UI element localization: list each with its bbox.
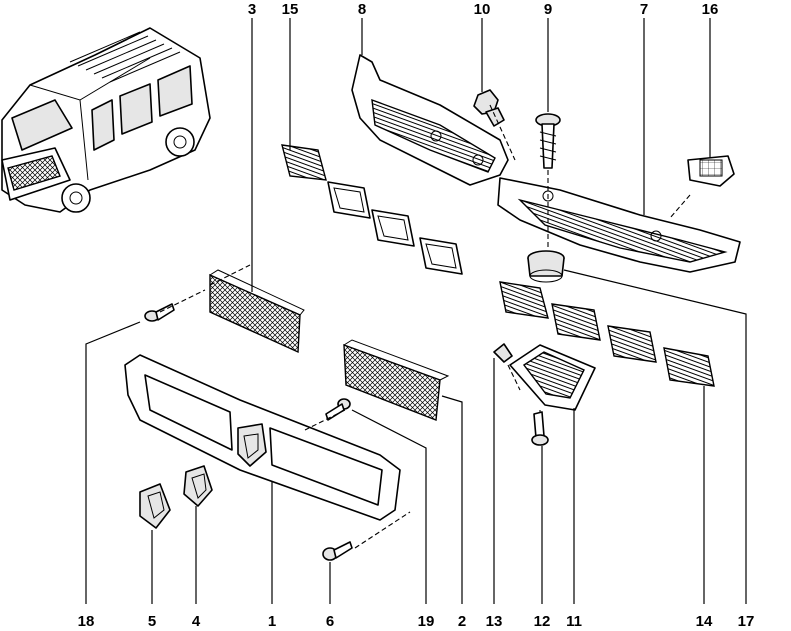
side-grille-part-3 (209, 269, 305, 354)
screw-part-19 (325, 398, 351, 421)
frame-inserts-part-15 (281, 144, 463, 275)
upper-cross-member (351, 54, 741, 273)
leader-lines (85, 18, 747, 604)
screw-part-18 (144, 303, 175, 322)
callouts-top: 3 15 8 10 9 7 16 (248, 1, 719, 18)
clip-part-16 (687, 155, 735, 187)
callout-13: 13 (486, 613, 503, 630)
clip-part-13 (493, 343, 513, 363)
callout-19: 19 (418, 613, 435, 630)
grommet-part-17 (527, 250, 565, 283)
callout-4: 4 (192, 613, 201, 630)
callout-12: 12 (534, 613, 551, 630)
callout-16: 16 (702, 1, 719, 18)
screw-part-9 (535, 113, 561, 169)
main-grille-part-1 (124, 354, 401, 521)
callout-6: 6 (326, 613, 334, 630)
callout-8: 8 (358, 1, 366, 18)
emblem-part-5 (139, 483, 171, 529)
callout-14: 14 (696, 613, 713, 630)
callout-9: 9 (544, 1, 552, 18)
van-illustration (1, 27, 211, 213)
callout-5: 5 (148, 613, 156, 630)
callout-15: 15 (282, 1, 299, 18)
clip-part-10 (473, 89, 505, 127)
callout-11: 11 (566, 613, 582, 630)
emblem-part-4 (183, 465, 213, 507)
cover-plate-part-11 (509, 344, 596, 411)
screw-part-12 (531, 411, 549, 446)
callout-1: 1 (268, 613, 276, 630)
callout-7: 7 (640, 1, 648, 18)
callouts-bottom: 18 5 4 1 6 19 2 13 12 11 14 17 (78, 613, 755, 630)
callout-10: 10 (474, 1, 491, 18)
callout-3: 3 (248, 1, 256, 18)
side-grille-part-2 (343, 339, 450, 421)
callout-18: 18 (78, 613, 95, 630)
callout-17: 17 (738, 613, 755, 630)
callout-2: 2 (458, 613, 466, 630)
assembly-lines (159, 104, 691, 549)
screw-part-6 (322, 541, 353, 561)
mesh-inserts-part-14 (499, 281, 715, 387)
